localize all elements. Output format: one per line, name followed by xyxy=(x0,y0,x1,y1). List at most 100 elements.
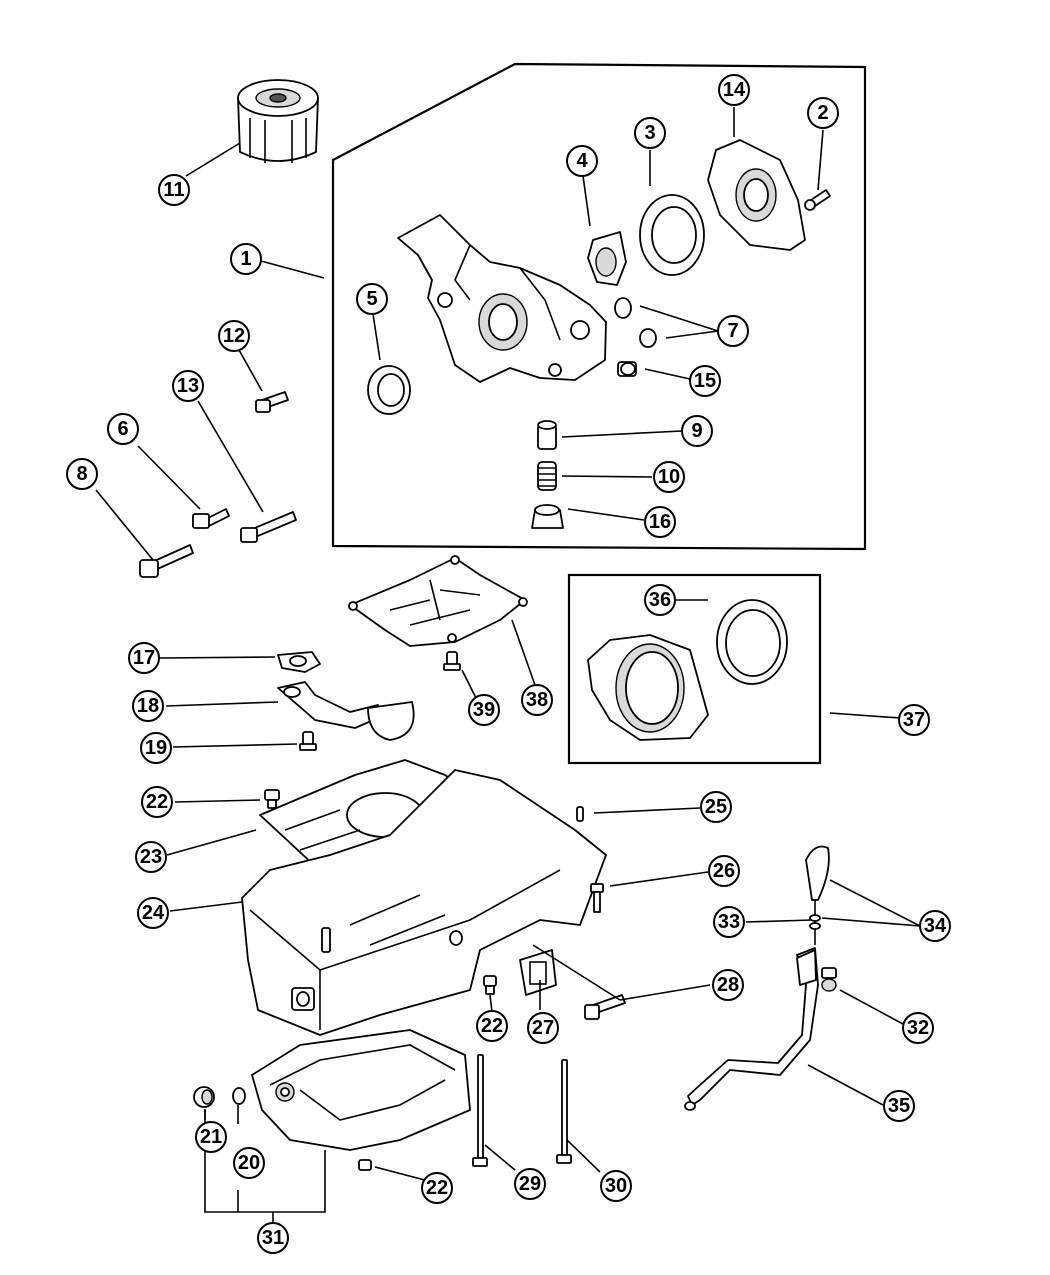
dipstick xyxy=(805,845,830,945)
svg-text:27: 27 xyxy=(532,1017,554,1039)
svg-text:30: 30 xyxy=(605,1175,627,1197)
dowel-pin xyxy=(576,806,584,822)
svg-text:21: 21 xyxy=(200,1126,222,1148)
oil-filter xyxy=(237,79,319,163)
relief-spring xyxy=(537,461,557,491)
bolt-22-lower xyxy=(358,1159,372,1171)
callout-22-upper: 22 xyxy=(141,786,173,818)
upper-oil-pan xyxy=(241,769,607,1036)
svg-text:26: 26 xyxy=(713,860,735,882)
svg-text:2: 2 xyxy=(817,102,828,124)
svg-text:39: 39 xyxy=(473,699,495,721)
callout-36: 36 xyxy=(644,584,676,616)
oil-pickup-tube xyxy=(277,681,415,741)
lower-oil-pan xyxy=(251,1029,471,1151)
o-ring-lower xyxy=(639,328,657,348)
svg-text:22: 22 xyxy=(426,1177,448,1199)
callout-8: 8 xyxy=(66,458,98,490)
rear-seal-retainer xyxy=(587,634,709,741)
svg-text:7: 7 xyxy=(727,320,738,342)
callout-11: 11 xyxy=(158,174,190,206)
svg-text:22: 22 xyxy=(481,1015,503,1037)
callout-38: 38 xyxy=(521,684,553,716)
callout-39: 39 xyxy=(468,694,500,726)
svg-text:10: 10 xyxy=(658,466,680,488)
svg-text:12: 12 xyxy=(223,325,245,347)
callout-12: 12 xyxy=(218,320,250,352)
svg-text:4: 4 xyxy=(576,150,588,172)
svg-text:9: 9 xyxy=(691,420,702,442)
callout-1: 1 xyxy=(230,243,262,275)
rear-seal-group-frame xyxy=(567,573,822,765)
callout-31: 31 xyxy=(257,1222,289,1254)
svg-text:18: 18 xyxy=(137,695,159,717)
callout-32: 32 xyxy=(902,1012,934,1044)
callout-4: 4 xyxy=(566,145,598,177)
nut-22-upper xyxy=(264,789,280,809)
svg-text:17: 17 xyxy=(133,647,155,669)
bolt-8 xyxy=(139,544,194,578)
bolt-39 xyxy=(443,651,461,671)
svg-text:6: 6 xyxy=(117,418,128,440)
bolt-13 xyxy=(240,511,297,543)
o-ring-upper xyxy=(614,297,632,319)
callout-15: 15 xyxy=(689,365,721,397)
bolt-22-middle xyxy=(483,975,497,995)
callout-14: 14 xyxy=(718,74,750,106)
callout-33: 33 xyxy=(713,906,745,938)
callout-6: 6 xyxy=(107,413,139,445)
bolt-6 xyxy=(192,508,230,529)
callout-19: 19 xyxy=(140,732,172,764)
svg-text:32: 32 xyxy=(907,1017,929,1039)
callout-16: 16 xyxy=(644,506,676,538)
svg-text:31: 31 xyxy=(262,1227,284,1249)
callout-23: 23 xyxy=(135,841,167,873)
callout-20: 20 xyxy=(233,1147,265,1179)
svg-text:1: 1 xyxy=(240,248,251,270)
bolt-26 xyxy=(590,883,604,913)
windage-tray xyxy=(348,555,528,647)
svg-text:38: 38 xyxy=(526,689,548,711)
callout-18: 18 xyxy=(132,690,164,722)
svg-text:29: 29 xyxy=(519,1173,541,1195)
svg-text:35: 35 xyxy=(888,1095,910,1117)
callout-28: 28 xyxy=(712,969,744,1001)
leader-lines xyxy=(95,107,921,1236)
bolt-28 xyxy=(584,994,626,1020)
svg-text:14: 14 xyxy=(723,79,746,101)
svg-text:36: 36 xyxy=(649,589,671,611)
callout-13: 13 xyxy=(172,370,204,402)
svg-text:15: 15 xyxy=(694,370,716,392)
svg-text:5: 5 xyxy=(366,288,377,310)
long-bolt-29 xyxy=(472,1054,488,1167)
svg-text:25: 25 xyxy=(705,796,727,818)
svg-text:16: 16 xyxy=(649,511,671,533)
cover-screw xyxy=(804,189,831,211)
bolt-12 xyxy=(255,391,289,413)
callout-24: 24 xyxy=(137,897,169,929)
callout-37: 37 xyxy=(898,704,930,736)
relief-plug xyxy=(617,361,637,377)
callout-5: 5 xyxy=(356,283,388,315)
callout-2: 2 xyxy=(807,97,839,129)
dipstick-tube xyxy=(684,947,819,1111)
front-crank-seal xyxy=(367,365,411,415)
callout-34: 34 xyxy=(919,910,951,942)
svg-text:34: 34 xyxy=(924,915,947,937)
bolt-19 xyxy=(299,731,317,751)
pickup-gasket xyxy=(277,651,321,673)
callout-29: 29 xyxy=(514,1168,546,1200)
oil-pump-housing xyxy=(397,214,607,383)
svg-text:33: 33 xyxy=(718,911,740,933)
relief-valve xyxy=(537,420,557,450)
callout-35: 35 xyxy=(883,1090,915,1122)
svg-text:13: 13 xyxy=(177,375,199,397)
oil-pump-group-frame xyxy=(331,62,867,551)
svg-text:8: 8 xyxy=(76,463,87,485)
cover-plate-gasket xyxy=(519,949,557,996)
callout-26: 26 xyxy=(708,855,740,887)
svg-text:11: 11 xyxy=(163,179,184,201)
drain-plug-washer xyxy=(232,1087,246,1105)
drain-plug xyxy=(193,1086,215,1108)
